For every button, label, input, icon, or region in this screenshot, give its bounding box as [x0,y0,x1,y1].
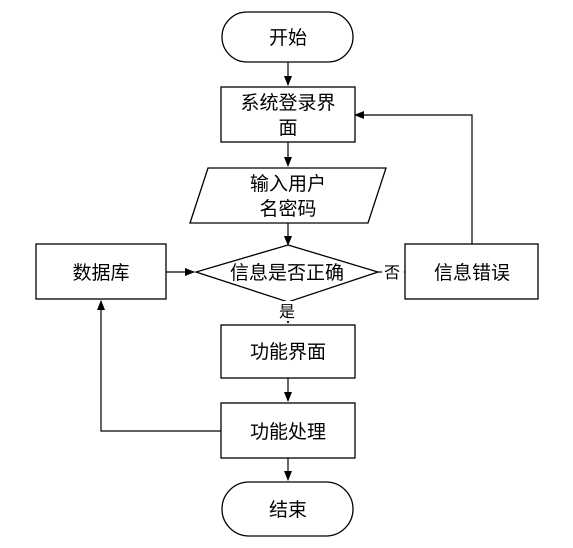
yes-label-bg [277,301,299,321]
function-ui-label: 功能界面 [250,341,326,363]
login-label-line1: 系统登录界 [240,92,335,114]
input-label-line1: 输入用户 [250,173,326,195]
function-process-label: 功能处理 [250,421,326,443]
database-box [35,243,167,300]
end-terminator [221,481,354,537]
arrow-error-to-login [354,111,473,244]
start-label: 开始 [269,27,307,49]
end-label: 结束 [269,499,307,521]
no-label: 否 [384,263,400,282]
database-label: 数据库 [72,262,129,284]
arrow-process-to-database [97,300,221,432]
function-process [220,402,356,459]
decision-label: 信息是否正确 [230,262,344,284]
input-label-line2: 名密码 [259,198,316,220]
login-process [220,86,356,143]
error-label: 信息错误 [434,262,510,284]
yes-label: 是 [279,302,295,321]
input-data [189,167,387,224]
error-box [404,243,539,300]
login-label-line2: 面 [278,117,297,139]
no-label-bg [382,262,404,282]
start-terminator [221,11,354,63]
function-ui-process [220,324,356,379]
